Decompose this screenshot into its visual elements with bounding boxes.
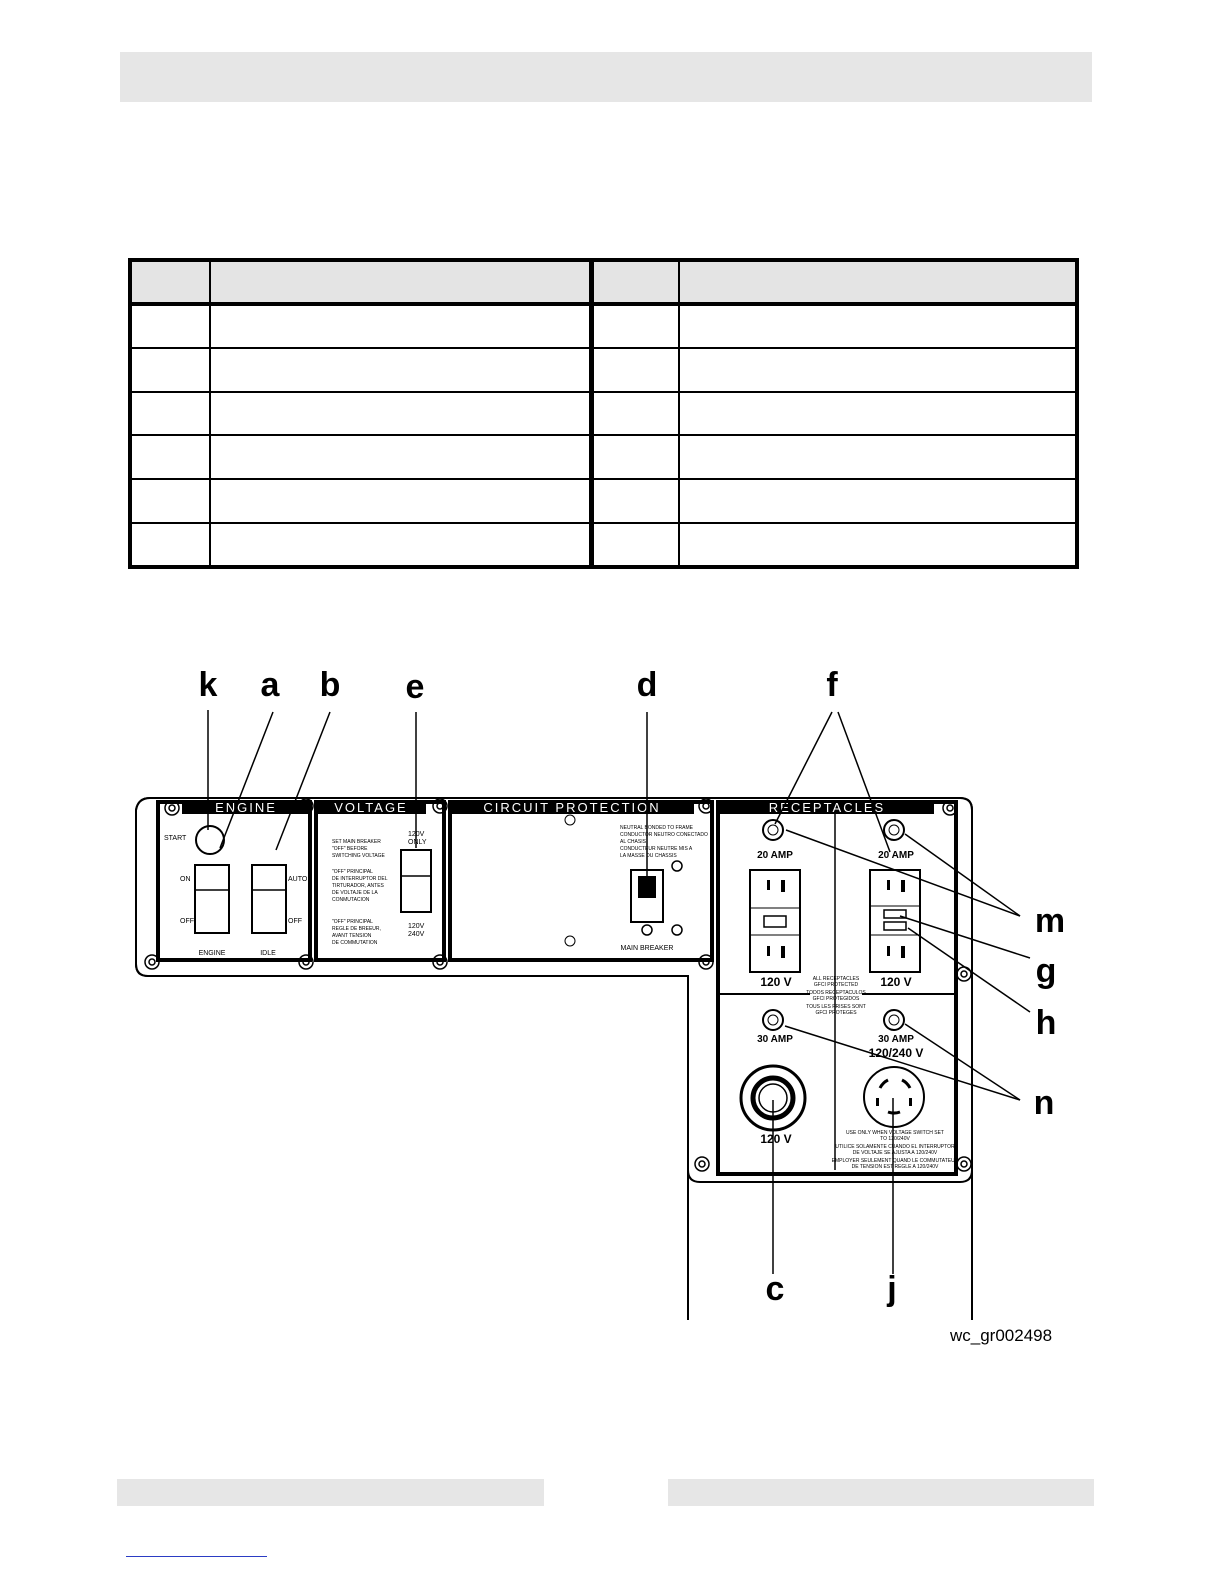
voltage-note-1b: "OFF" BEFORE: [332, 846, 368, 852]
engine-on-label: ON: [180, 876, 191, 883]
twist-lock-receptacle-120-240v[interactable]: [863, 1066, 925, 1128]
main-breaker-label: MAIN BREAKER: [621, 945, 674, 952]
footer-link-underline: [126, 1556, 267, 1557]
callout-k: k: [199, 666, 218, 704]
idle-auto-label: AUTO: [288, 876, 308, 883]
voltage-section-title: VOLTAGE: [334, 800, 407, 815]
voltage-bottom-setting-2: 240V: [408, 931, 425, 938]
voltage-note-3a: "OFF" PRINCIPAL: [332, 919, 373, 925]
twist-note-5: EMPLOYER SEULEMENT QUAND LE COMMUTATEUR: [832, 1158, 959, 1164]
legend-header-desc-2: [678, 259, 1078, 306]
idle-switch-label: IDLE: [260, 950, 276, 957]
amp30-right-label: 30 AMP: [878, 1034, 914, 1045]
panel-outline-main: [135, 797, 973, 1183]
voltage-note-3c: AVANT TENSION: [332, 933, 372, 939]
amp30-left-label: 30 AMP: [757, 1034, 793, 1045]
voltage-top-setting-2: ONLY: [408, 839, 427, 846]
breaker-30-right[interactable]: [883, 1009, 905, 1031]
callout-j: j: [886, 1270, 896, 1308]
callout-c: c: [766, 1270, 785, 1308]
voltage-note-2a: "OFF" PRINCIPAL: [332, 869, 373, 875]
gfci-note-1: ALL RECEPTACLES: [813, 976, 860, 982]
neutral-note-5: LA MASSE DU CHASSIS: [620, 853, 677, 859]
callout-leaders: [207, 710, 1031, 1274]
twist-note-3: UTILICE SOLAMENTE CUANDO EL INTERRUPTOR: [835, 1144, 955, 1150]
figure-reference: wc_gr002498: [950, 1326, 1053, 1345]
engine-switch-label: ENGINE: [199, 950, 226, 957]
legend-header-ref-2: [588, 259, 680, 306]
breaker-20-left[interactable]: [762, 819, 784, 841]
idle-switch[interactable]: [251, 864, 287, 934]
control-panel-diagram: ENGINE START ON OFF AUTO OFF ENGINE IDLE…: [135, 666, 1065, 1320]
voltage-note-1c: SWITCHING VOLTAGE: [332, 853, 386, 859]
voltage-bottom-setting: 120V: [408, 923, 425, 930]
footer-bar-right: [668, 1479, 1094, 1506]
volt120-240-label: 120/240 V: [869, 1046, 924, 1060]
voltage-note-2c: TIRTURADOR, ANTES: [332, 883, 385, 889]
callout-e: e: [406, 668, 425, 706]
table-row: [129, 390, 1078, 437]
amp20-left-label: 20 AMP: [757, 850, 793, 861]
callout-g: g: [1036, 952, 1057, 990]
neutral-note-4: CONDUCTEUR NEUTRE MIS A: [620, 846, 693, 852]
twist-note-1: USE ONLY WHEN VOLTAGE SWITCH SET: [846, 1130, 944, 1136]
amp20-right-label: 20 AMP: [878, 850, 914, 861]
table-row: [129, 346, 1078, 393]
receptacles-section: [716, 800, 958, 1176]
gfci-note-6: GFCI PROTEGES: [815, 1010, 857, 1016]
idle-off-label: OFF: [288, 918, 302, 925]
voltage-note-3d: DE COMMUTATION: [332, 940, 378, 946]
circuit-protection-title: CIRCUIT PROTECTION: [483, 800, 660, 815]
twist-note-4: DE VOLTAJE SE AJUSTA A 120/240V: [853, 1150, 938, 1156]
table-row: [129, 478, 1078, 525]
callout-b: b: [320, 666, 341, 704]
gfci-note-4: GFCI PROTEGIDOS: [813, 996, 860, 1002]
gfci-note-5: TOUS LES PRISES SONT: [806, 1004, 866, 1010]
start-switch-icon[interactable]: [195, 825, 225, 855]
neutral-note-3: AL CHASIS: [620, 839, 647, 845]
volt120-left-label: 120 V: [760, 975, 791, 989]
neutral-note-1: NEUTRAL BONDED TO FRAME: [620, 825, 694, 831]
voltage-selector-switch[interactable]: [400, 849, 432, 913]
voltage-note-1a: SET MAIN BREAKER: [332, 839, 381, 845]
gfci-receptacle-left[interactable]: [749, 869, 801, 973]
start-label: START: [164, 835, 187, 842]
receptacles-title: RECEPTACLES: [769, 800, 885, 815]
twist-note-6: DE TENSION EST REGLE A 120/240V: [852, 1164, 939, 1170]
neutral-note-2: CONDUCTOR NEUTRO CONECTADO: [620, 832, 708, 838]
callout-f: f: [826, 666, 838, 704]
table-row: [129, 434, 1078, 481]
voltage-note-2b: DE INTERRUPTOR DEL: [332, 876, 388, 882]
gfci-note-2: GFCI PROTECTED: [814, 982, 859, 988]
callout-m: m: [1035, 902, 1065, 940]
legend-header-desc-1: [209, 259, 592, 306]
breaker-30-left[interactable]: [762, 1009, 784, 1031]
gfci-receptacle-right[interactable]: [869, 869, 921, 973]
callout-n: n: [1034, 1084, 1055, 1122]
engine-section-title: ENGINE: [215, 800, 277, 815]
twist-note-2: TO 120/240V: [880, 1136, 910, 1142]
voltage-note-2d: DE VOLTAJE DE LA: [332, 890, 378, 896]
table-row: [129, 522, 1078, 568]
legend-header-row: [129, 259, 1078, 306]
callout-h: h: [1036, 1004, 1057, 1042]
volt120-right-label: 120 V: [880, 975, 911, 989]
callout-d: d: [637, 666, 658, 704]
legend-header-ref-1: [129, 259, 211, 306]
gfci-note-3: TODOS RECEPTACULOS: [806, 990, 866, 996]
voltage-note-2e: CONMUTACION: [332, 897, 370, 903]
engine-off-label: OFF: [180, 918, 194, 925]
legend-table: [128, 258, 1079, 569]
callout-a: a: [261, 666, 281, 704]
engine-switch[interactable]: [194, 864, 230, 934]
volt120-bottom-label: 120 V: [760, 1132, 791, 1146]
breaker-20-right[interactable]: [883, 819, 905, 841]
header-bar: [120, 52, 1092, 102]
table-row: [129, 303, 1078, 349]
footer-bar-left: [117, 1479, 544, 1506]
voltage-note-3b: REGLE DE BREEUR,: [332, 926, 381, 932]
